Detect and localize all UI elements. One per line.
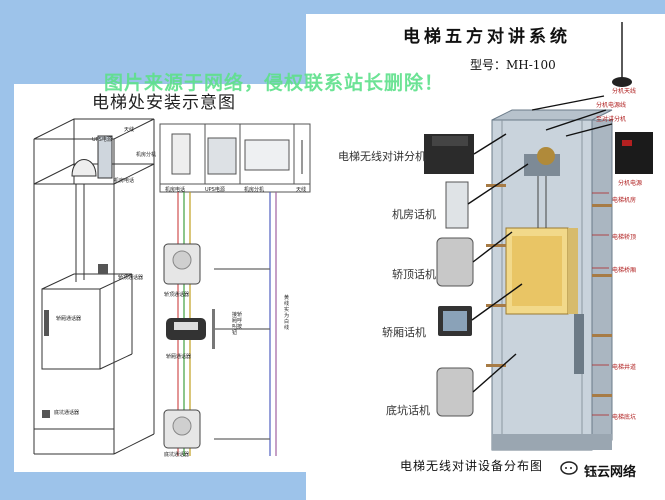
label-car: 电梯桥厢 [612, 267, 637, 274]
svg-text:天线: 天线 [124, 126, 134, 133]
label-machine-room: 电梯机房 [612, 197, 637, 204]
extension-unit [244, 139, 290, 171]
right-system-drawing [424, 22, 653, 451]
svg-text:机房分机: 机房分机 [136, 151, 156, 158]
label-car-top-intercom: 轿顶通话器 [164, 292, 190, 298]
label-phone: 机房电话 [165, 187, 186, 193]
pit-intercom-mini [42, 410, 50, 418]
brand-name: 钰云网络 [584, 465, 637, 480]
watermark-text: 图片来源于网络，侵权联系站长删除！ [104, 72, 445, 94]
label-car-handset: 轿厢话机 [382, 326, 426, 339]
label-power-unit: 分机电源 [618, 180, 643, 187]
label-call-button: 接轿厢呼叫按钮 [232, 312, 243, 336]
left-installation-drawing: 天线 UPS电源 机房分机 机房电话 轿顶通话器 轿厢通话器 底坑通话器 [33, 118, 311, 456]
right-diagram-title: 电梯五方对讲系统 [403, 27, 571, 47]
shaft-top [33, 118, 155, 140]
ups-unit [207, 137, 237, 175]
svg-text:机房电话: 机房电话 [114, 177, 134, 184]
machine-room-handset [445, 181, 469, 229]
label-car-top: 电梯轿顶 [612, 234, 637, 241]
label-car-intercom: 轿厢通话器 [166, 354, 192, 360]
left-diagram-title: 电梯处安装示意图 [92, 93, 236, 113]
car-top-handset [436, 237, 474, 287]
label-trunk-wire: 黄线实为白线 [284, 295, 290, 331]
label-ups: UPS电源 [205, 187, 225, 193]
label-pit-handset: 底坑话机 [386, 404, 430, 417]
label-hoistway: 电梯井道 [612, 364, 637, 371]
label-extension: 机房分机 [244, 187, 265, 193]
label-antenna: 天线 [296, 187, 307, 193]
label-pit-intercom: 底坑通话器 [164, 452, 190, 458]
label-to-extension: 至对讲分机 [596, 116, 627, 123]
machine-room-phone [171, 133, 191, 175]
chat-logo-icon [560, 461, 578, 475]
label-power-line: 分机电源线 [596, 102, 627, 109]
svg-text:轿顶通话器: 轿顶通话器 [118, 274, 143, 281]
label-wireless-extension: 电梯无线对讲分机 [338, 150, 426, 163]
label-car-top-handset: 轿顶话机 [392, 268, 436, 281]
machine-room-units [97, 135, 113, 179]
distribution-caption: 电梯无线对讲设备分布图 [400, 459, 544, 473]
label-pit: 电梯底坑 [612, 414, 637, 421]
label-antenna-right: 分机天线 [612, 88, 637, 95]
model-number: 型号：MH-100 [470, 58, 556, 72]
car-top-intercom-mini [98, 264, 108, 274]
svg-text:轿厢通话器: 轿厢通话器 [56, 315, 81, 322]
car-panel-mini [44, 310, 49, 336]
pit-handset [436, 367, 474, 417]
svg-text:底坑通话器: 底坑通话器 [54, 409, 79, 416]
power-unit [615, 132, 653, 174]
svg-text:UPS电源: UPS电源 [92, 136, 112, 143]
label-machine-room-handset: 机房话机 [392, 208, 436, 221]
